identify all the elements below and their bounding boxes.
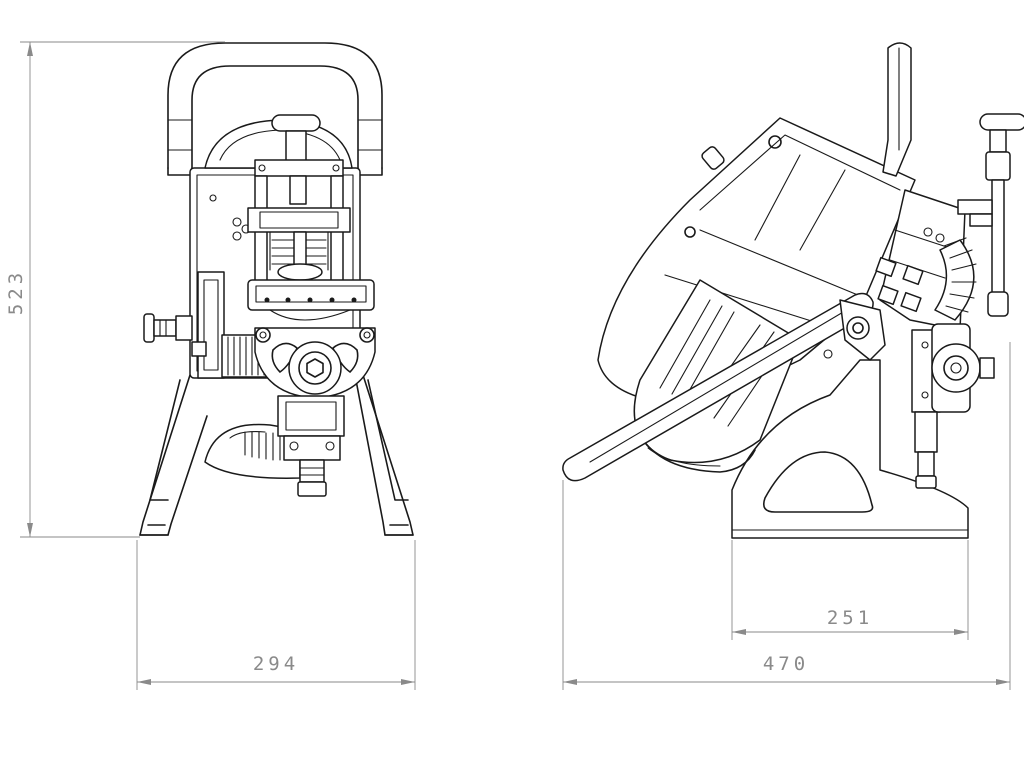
side-pivot: [823, 299, 886, 361]
side-view: [562, 42, 1024, 539]
front-lower-spindle: [277, 395, 345, 497]
front-side-knob: [143, 313, 207, 357]
front-handle: [167, 42, 383, 176]
front-roller-head: [254, 327, 376, 399]
dim-height: 523: [5, 41, 225, 538]
front-motor-fins: [244, 431, 281, 461]
dim-base-length: 251: [731, 540, 969, 640]
side-tension-screw: [957, 113, 1024, 317]
dim-base-length-label: 251: [827, 607, 873, 629]
dim-height-label: 523: [5, 269, 27, 315]
side-bearing: [911, 323, 995, 489]
dim-side-width: 470: [562, 342, 1011, 690]
dim-front-width-label: 294: [253, 653, 299, 675]
front-stand: [139, 374, 414, 536]
dimensions: 523 294 470 251: [5, 41, 1011, 690]
front-hole-bar: [247, 279, 375, 321]
dim-side-width-label: 470: [763, 653, 809, 675]
dim-front-width: 294: [136, 540, 416, 690]
side-gear: [934, 237, 977, 321]
front-view: [139, 42, 414, 536]
front-top-clamp: [247, 114, 351, 287]
side-handle-bar: [882, 42, 912, 177]
side-base: [731, 359, 969, 539]
